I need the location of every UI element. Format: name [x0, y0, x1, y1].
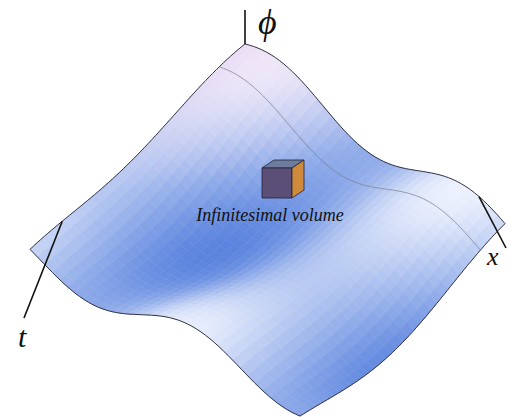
axis-label: t	[18, 322, 26, 352]
cube-face	[292, 160, 304, 198]
t-axis	[24, 221, 62, 318]
phi-axis	[244, 10, 246, 44]
surface-patch	[293, 409, 306, 416]
callout-label: Infinitesimal volume	[196, 206, 343, 224]
axis-label: ϕ	[258, 4, 277, 40]
cube-face	[262, 168, 292, 198]
surface-mesh	[30, 44, 505, 416]
axis-label: x	[487, 244, 499, 270]
volume-cube	[262, 160, 304, 198]
surface-outline	[30, 44, 505, 416]
x-axis	[479, 197, 506, 248]
